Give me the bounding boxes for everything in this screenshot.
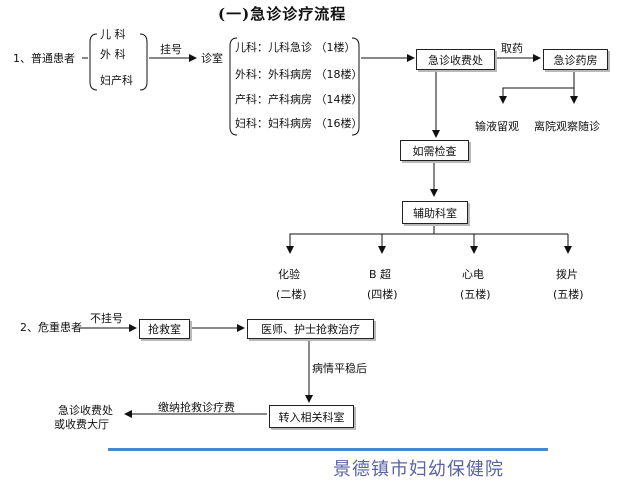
aux-lab-floor: (二楼)	[276, 288, 307, 301]
dept-bracket-right	[139, 33, 148, 91]
pay-label: 缴纳抢救诊疗费	[158, 401, 235, 414]
clinic-label: 诊室	[201, 52, 223, 65]
outcome-discharge: 离院观察随诊	[534, 120, 600, 133]
destination-line2: 或收费大厅	[54, 418, 109, 431]
treatment-box: 医师、护士抢救治疗	[247, 319, 374, 339]
clinic-bracket-left	[229, 37, 238, 136]
critical-patient-label: 2、危重患者	[20, 321, 82, 334]
destination-line1: 急诊收费处	[58, 404, 113, 417]
clinic-item-pediatrics: 儿科：儿科急诊 （1楼）	[235, 41, 356, 54]
aux-lab-name: 化验	[278, 268, 300, 281]
clinic-bracket-right	[351, 37, 360, 136]
get-medicine-label: 取药	[501, 42, 523, 55]
exam-box: 如需检查	[400, 140, 469, 161]
arrow-to-infusion	[499, 69, 575, 104]
clinic-item-surgery: 外科：外科病房 （18楼）	[235, 68, 363, 81]
transfer-box: 转入相关科室	[269, 405, 354, 428]
clinic-item-obstetrics: 产科：产科病房 （14楼）	[235, 93, 363, 106]
arrow-to-lab	[286, 223, 435, 254]
register-label: 挂号	[160, 43, 182, 56]
footer-divider	[108, 448, 548, 451]
aux-xray-floor: (五楼)	[553, 288, 584, 301]
aux-ultrasound-floor: (四楼)	[367, 288, 398, 301]
dept-surgery: 外 科	[100, 48, 126, 61]
aux-ecg-floor: (五楼)	[460, 288, 491, 301]
general-patient-label: 1、普通患者	[13, 52, 75, 65]
stable-label: 病情平稳后	[312, 362, 367, 375]
aux-ultrasound-name: B 超	[369, 268, 392, 281]
hospital-name: 景德镇市妇幼保健院	[333, 459, 504, 480]
aux-dept-box: 辅助科室	[402, 201, 468, 224]
dept-obgyn: 妇产科	[100, 74, 133, 87]
rescue-room-box: 抢救室	[139, 319, 190, 339]
emergency-pharmacy-box: 急诊药房	[543, 49, 608, 70]
clinic-item-gynecology: 妇科：妇科病房 （16楼）	[235, 117, 363, 130]
outcome-infusion: 输液留观	[475, 120, 519, 133]
aux-ecg-name: 心电	[462, 268, 484, 281]
page-title: (一)急诊诊疗流程	[218, 5, 347, 23]
no-register-label: 不挂号	[90, 312, 123, 325]
dept-pediatrics: 儿 科	[100, 28, 126, 41]
aux-xray-name: 拨片	[556, 268, 578, 281]
dept-bracket-left	[89, 33, 98, 91]
emergency-cashier-box: 急诊收费处	[416, 49, 495, 70]
